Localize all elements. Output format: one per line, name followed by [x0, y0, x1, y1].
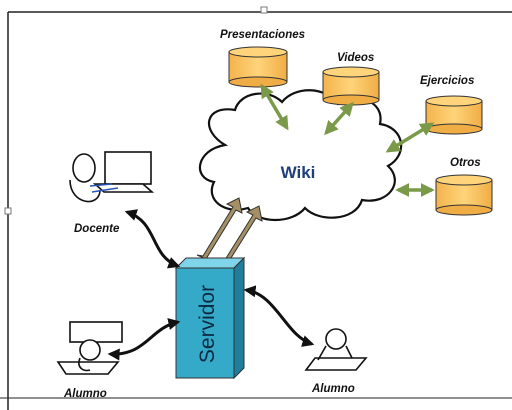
- server-box: [174, 256, 246, 380]
- label-alumno-right: Alumno: [311, 383, 355, 395]
- label-ejercicios: Ejercicios: [420, 75, 474, 87]
- label-docente: Docente: [74, 223, 120, 235]
- server-label: Servidor: [196, 285, 219, 363]
- label-otros: Otros: [450, 157, 481, 169]
- label-presentaciones: Presentaciones: [220, 29, 305, 41]
- selection-handle-left[interactable]: [4, 207, 12, 215]
- database-ejercicios: [425, 95, 483, 135]
- database-videos: [322, 66, 380, 106]
- arrows-server-wiki: [196, 197, 263, 267]
- wiki-label: Wiki: [281, 163, 316, 182]
- docente-icon: [69, 151, 155, 203]
- alumno-left-icon: [56, 321, 123, 375]
- arrow-wiki-ejercicios: [385, 122, 435, 153]
- selection-handle-top[interactable]: [260, 6, 268, 14]
- wiki-cloud: [198, 89, 403, 221]
- arrow-wiki-videos: [324, 101, 354, 136]
- label-videos: Videos: [337, 52, 374, 64]
- alumno-right-icon: [304, 328, 368, 371]
- label-alumno-left: Alumno: [63, 388, 107, 400]
- arrow-servidor-alumno-left: [107, 318, 181, 361]
- arrow-docente-servidor: [124, 209, 181, 269]
- database-presentaciones: [228, 46, 288, 88]
- database-otros: [435, 174, 493, 216]
- arrow-wiki-presentaciones: [260, 83, 289, 131]
- arrow-servidor-alumno-right: [243, 285, 315, 347]
